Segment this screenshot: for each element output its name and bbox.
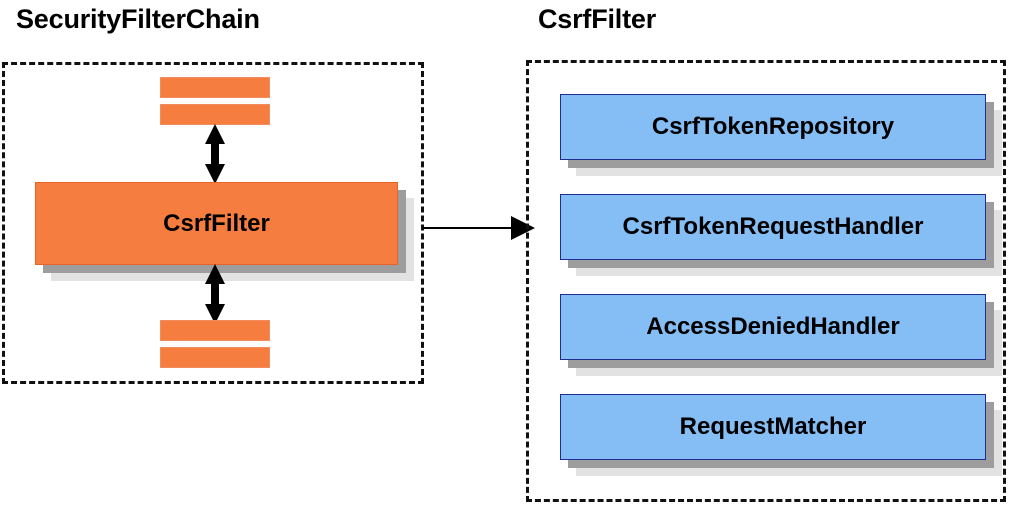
panel-frame-csrf-filter [526,60,1006,502]
panel-frame-security-filter-chain [2,62,424,384]
connector-csrffilter-to-chain-below [200,264,230,324]
filter-stub-top-2 [160,104,270,125]
panel-title-csrf-filter: CsrfFilter [538,4,657,34]
connector-csrffilter-expands-to-detail [423,214,535,242]
filter-stub-bottom-1 [160,320,270,341]
block-label: RequestMatcher [679,413,867,440]
filter-stub-bottom-2 [160,347,270,368]
block-face: AccessDeniedHandler [560,294,986,360]
block-access-denied-handler[interactable]: AccessDeniedHandler [560,294,1002,376]
block-label: AccessDeniedHandler [646,313,900,340]
block-csrf-token-repository[interactable]: CsrfTokenRepository [560,94,1002,176]
block-face: CsrfTokenRepository [560,94,986,160]
block-label: CsrfTokenRepository [651,113,895,140]
block-label: CsrfFilter [163,209,270,237]
block-csrf-token-request-handler[interactable]: CsrfTokenRequestHandler [560,194,1002,276]
block-csrffilter[interactable]: CsrfFilter [35,182,414,281]
panel-title-security-filter-chain: SecurityFilterChain [16,4,260,34]
connector-chain-above-to-csrffilter [200,124,230,184]
block-request-matcher[interactable]: RequestMatcher [560,394,1002,476]
filter-stub-top-1 [160,77,270,98]
block-face: CsrfFilter [35,182,398,265]
block-face: RequestMatcher [560,394,986,460]
block-face: CsrfTokenRequestHandler [560,194,986,260]
block-label: CsrfTokenRequestHandler [622,213,924,240]
